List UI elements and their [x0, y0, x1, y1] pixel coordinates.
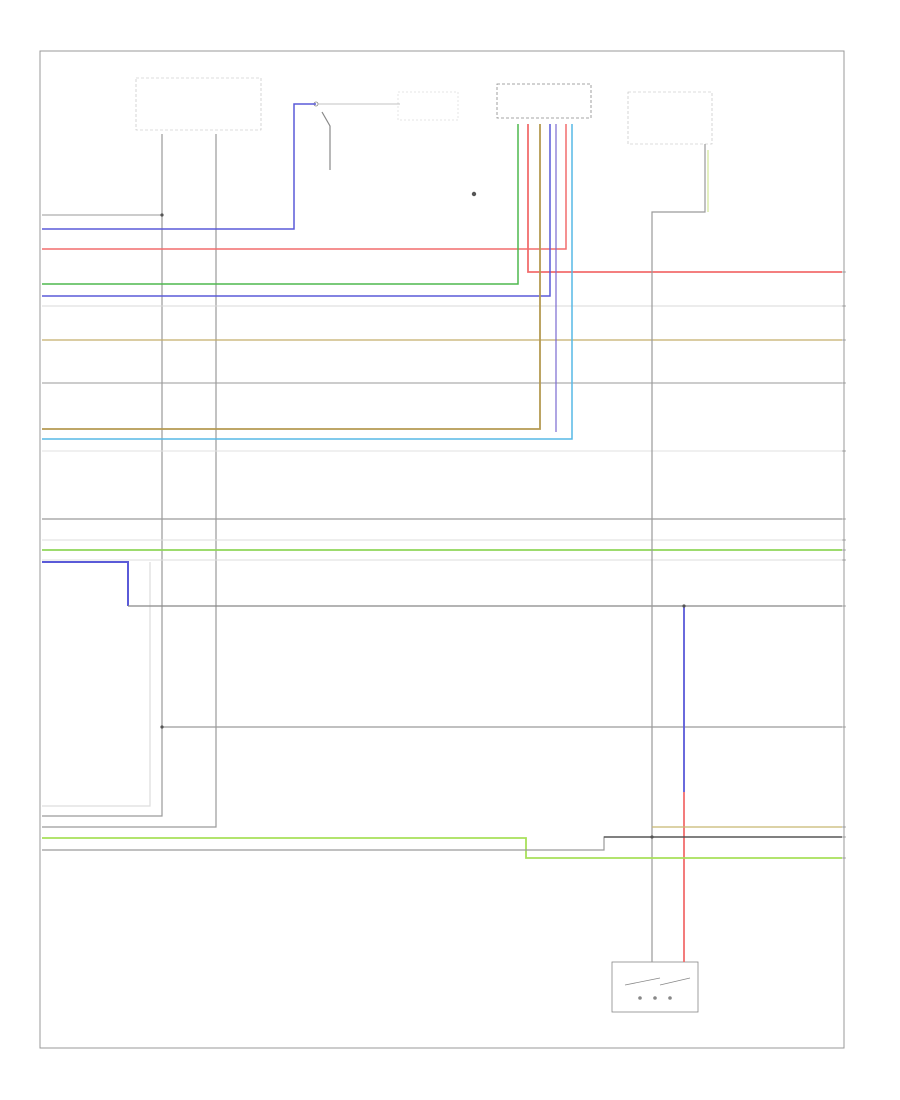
fuel-pump-relay — [313, 91, 477, 197]
wire-left-vertical-1 — [42, 134, 163, 817]
wire-gray-fuelpump — [321, 111, 331, 170]
left-control-unit — [135, 77, 262, 131]
wire-lightblue — [42, 124, 573, 440]
bottom-switch — [611, 961, 699, 1013]
wire-blue-mid — [42, 124, 551, 297]
right-junction-block — [496, 83, 592, 119]
right-relay — [627, 91, 713, 145]
wires — [42, 103, 842, 962]
wire-left-vertical-2 — [42, 134, 217, 828]
diagram-frame — [39, 50, 845, 1049]
wire-tan-junction — [42, 124, 541, 430]
wire-blue-step — [42, 561, 129, 606]
wire-relay-gray-vertical — [651, 144, 706, 962]
wire-lime-bottom — [42, 837, 842, 859]
wire-red-right — [527, 124, 842, 273]
splice-points — [160, 213, 686, 839]
wire-gray-bottom — [42, 836, 842, 851]
wire-blue-top — [42, 103, 316, 230]
wire-red-left — [42, 124, 567, 250]
wire-green — [42, 124, 519, 285]
right-edge-connectors — [842, 271, 846, 859]
wire-left-white-loop — [42, 562, 151, 807]
